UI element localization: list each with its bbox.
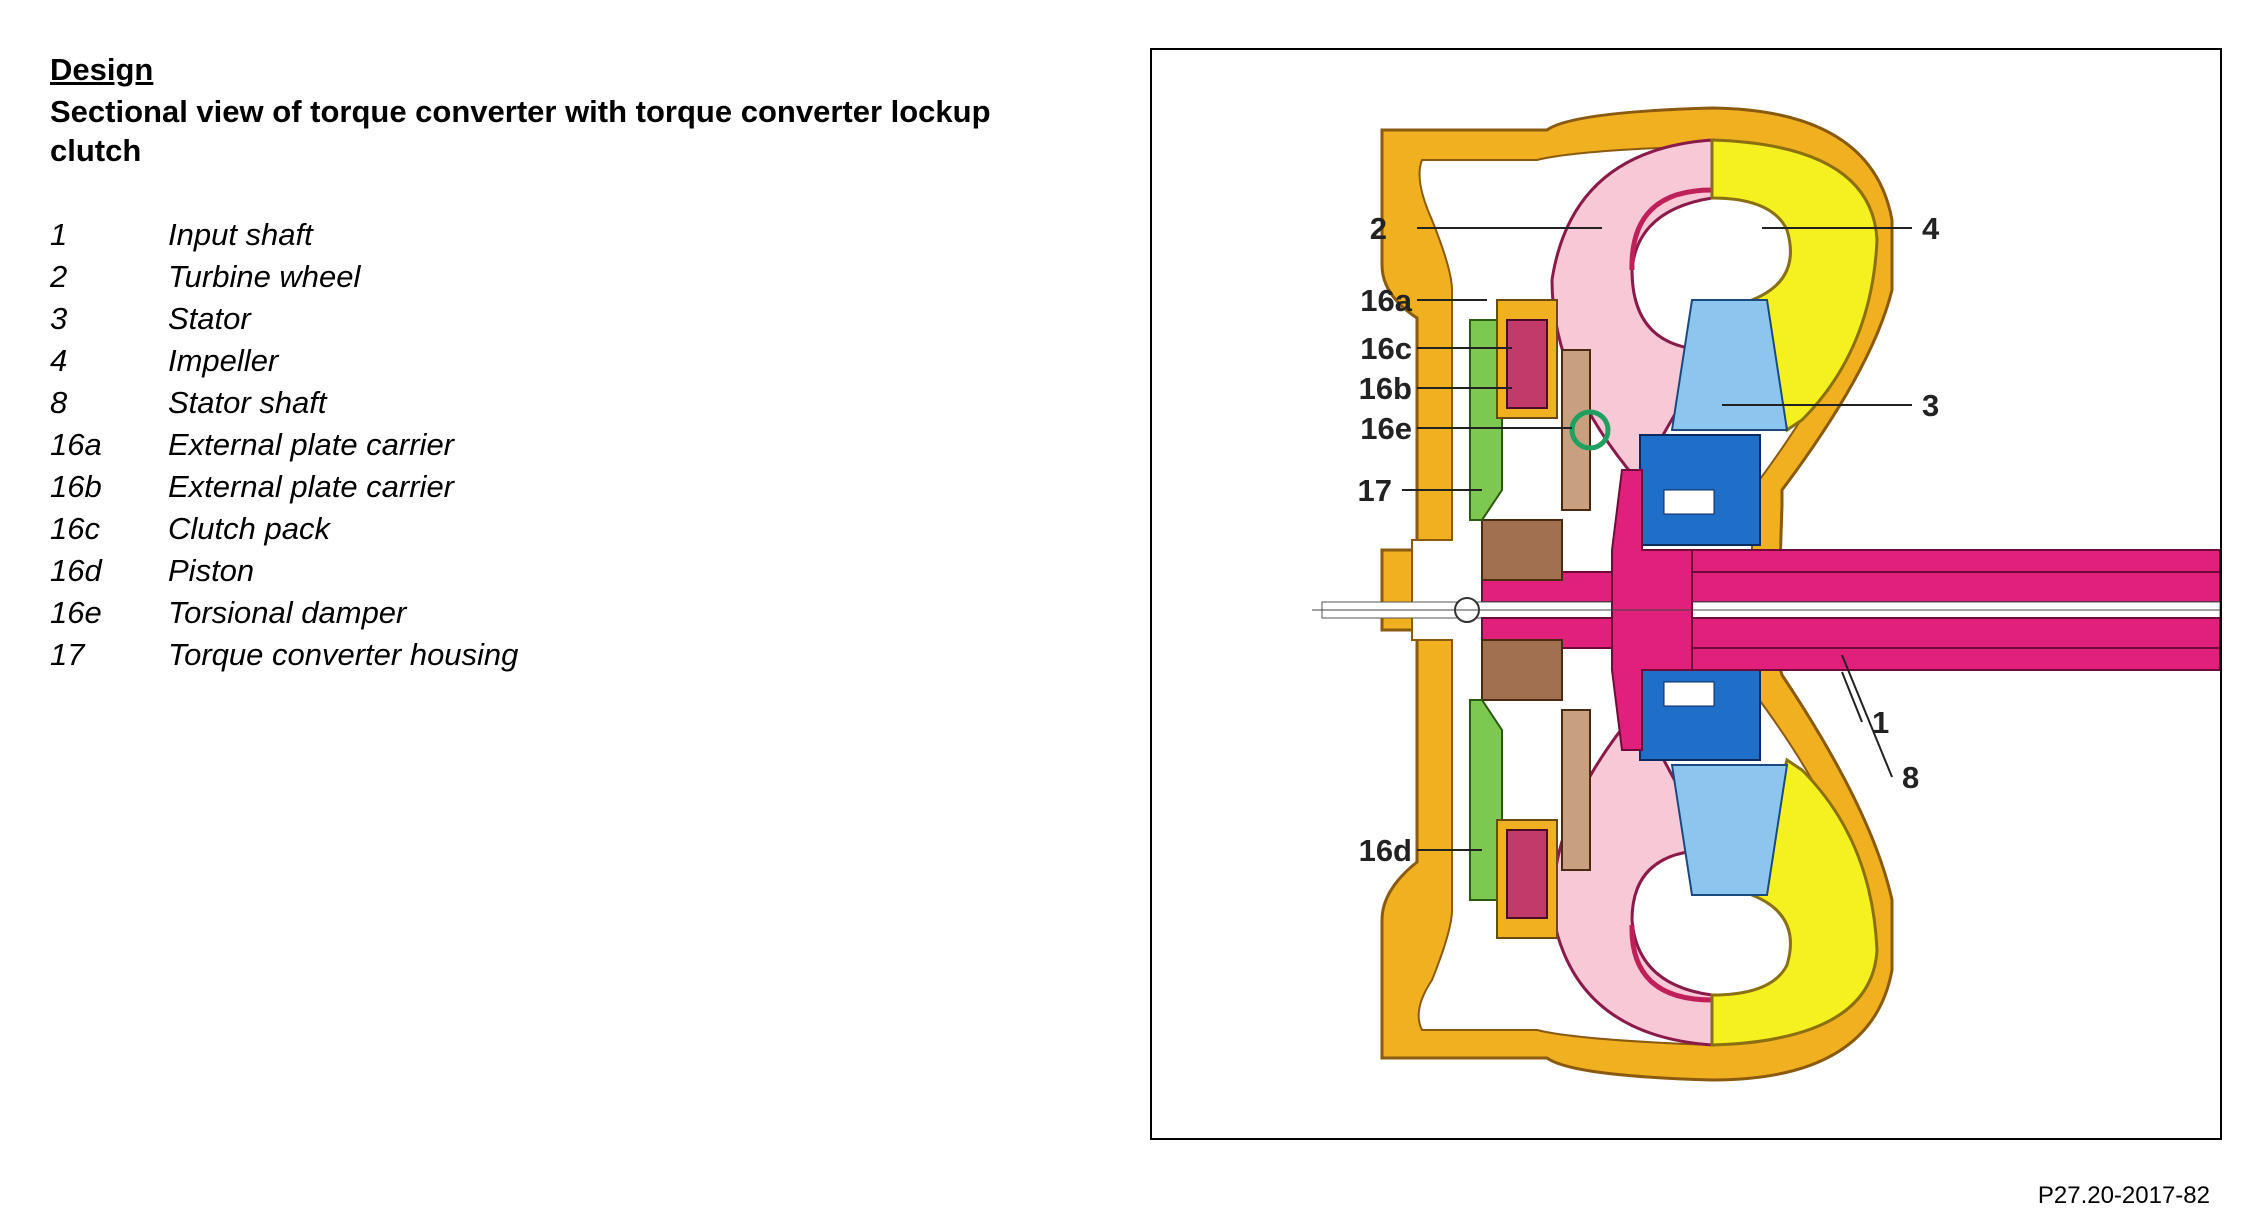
legend-label: Piston bbox=[168, 553, 255, 588]
turbine-shroud-upper bbox=[1629, 187, 1713, 271]
damper-arm-upper bbox=[1561, 349, 1591, 511]
stator-shaft-upper bbox=[1691, 549, 2220, 573]
legend-number: 4 bbox=[50, 343, 68, 378]
legend-number: 8 bbox=[50, 385, 68, 420]
callout-1: 1 bbox=[1872, 705, 1889, 740]
callout-8: 8 bbox=[1902, 760, 1919, 795]
clutch-pack-upper bbox=[1506, 319, 1548, 409]
legend-number: 16b bbox=[50, 469, 102, 504]
legend-label: Turbine wheel bbox=[168, 259, 361, 294]
legend-item: 2 Turbine wheel bbox=[50, 256, 518, 298]
stator-upper bbox=[1670, 299, 1789, 431]
torque-converter-diagram: 2 4 16a 16c 16b 3 16e 17 1 8 16d bbox=[1312, 106, 2220, 1082]
legend-item: 3 Stator bbox=[50, 298, 518, 340]
diagram-frame: 2 4 16a 16c 16b 3 16e 17 1 8 16d bbox=[1150, 48, 2222, 1140]
legend-number: 16e bbox=[50, 595, 102, 630]
legend-item: 1 Input shaft bbox=[50, 214, 518, 256]
legend-label: Torsional damper bbox=[168, 595, 407, 630]
callout-16e: 16e bbox=[1360, 411, 1412, 446]
legend-number: 16d bbox=[50, 553, 102, 588]
legend-label: External plate carrier bbox=[168, 427, 455, 462]
callout-4: 4 bbox=[1922, 211, 1940, 246]
freewheel-upper bbox=[1663, 489, 1715, 515]
input-shaft-lower bbox=[1481, 617, 2220, 649]
damper-hub-upper bbox=[1481, 519, 1563, 581]
stator-lower bbox=[1670, 764, 1789, 896]
legend-label: Torque converter housing bbox=[168, 637, 519, 672]
legend-item: 16c Clutch pack bbox=[50, 508, 518, 550]
parts-legend: 1 Input shaft 2 Turbine wheel 3 Stator 4 Imp… bbox=[50, 214, 518, 676]
legend-label: Impeller bbox=[168, 343, 279, 378]
legend-item: 16e Torsional damper bbox=[50, 592, 518, 634]
page-title: Sectional view of torque converter with … bbox=[50, 94, 991, 168]
callout-16b: 16b bbox=[1359, 371, 1412, 406]
callout-16a: 16a bbox=[1360, 283, 1412, 318]
callout-17: 17 bbox=[1358, 473, 1392, 508]
legend-number: 17 bbox=[50, 637, 85, 672]
callout-2: 2 bbox=[1370, 211, 1387, 246]
legend-item: 16d Piston bbox=[50, 550, 518, 592]
legend-label: Stator bbox=[168, 301, 251, 336]
legend-label: Input shaft bbox=[168, 217, 313, 252]
leader-lines bbox=[1402, 227, 1912, 851]
legend-label: Stator shaft bbox=[168, 385, 327, 420]
legend-label: External plate carrier bbox=[168, 469, 455, 504]
clutch-pack-lower bbox=[1506, 829, 1548, 919]
legend-label: Clutch pack bbox=[168, 511, 330, 546]
impeller-lower bbox=[1710, 757, 1879, 1047]
figure-code: P27.20-2017-82 bbox=[2037, 1182, 2210, 1209]
legend-number: 16c bbox=[50, 511, 100, 546]
stator-shaft-lower bbox=[1691, 647, 2220, 671]
legend-number: 16a bbox=[50, 427, 102, 462]
legend-item: 4 Impeller bbox=[50, 340, 518, 382]
input-shaft-upper bbox=[1481, 571, 2220, 603]
legend-item: 17 Torque converter housing bbox=[50, 634, 518, 676]
impeller-upper bbox=[1710, 138, 1879, 433]
legend-item: 16b External plate carrier bbox=[50, 466, 518, 508]
callout-3: 3 bbox=[1922, 388, 1939, 423]
damper-arm-lower bbox=[1561, 709, 1591, 871]
turbine-wheel-lower bbox=[1550, 707, 1715, 1047]
torsional-damper-spring bbox=[1569, 409, 1611, 451]
legend-number: 3 bbox=[50, 301, 68, 336]
damper-hub-lower bbox=[1481, 639, 1563, 701]
callout-16d: 16d bbox=[1359, 833, 1412, 868]
freewheel-lower bbox=[1663, 681, 1715, 707]
callout-16c: 16c bbox=[1360, 331, 1412, 366]
legend-item: 8 Stator shaft bbox=[50, 382, 518, 424]
legend-number: 2 bbox=[50, 259, 68, 294]
legend-number: 1 bbox=[50, 217, 68, 252]
turbine-wheel-upper bbox=[1550, 138, 1715, 483]
section-heading: Design bbox=[50, 52, 154, 87]
legend-item: 16a External plate carrier bbox=[50, 424, 518, 466]
turbine-shroud-lower bbox=[1629, 924, 1713, 1003]
